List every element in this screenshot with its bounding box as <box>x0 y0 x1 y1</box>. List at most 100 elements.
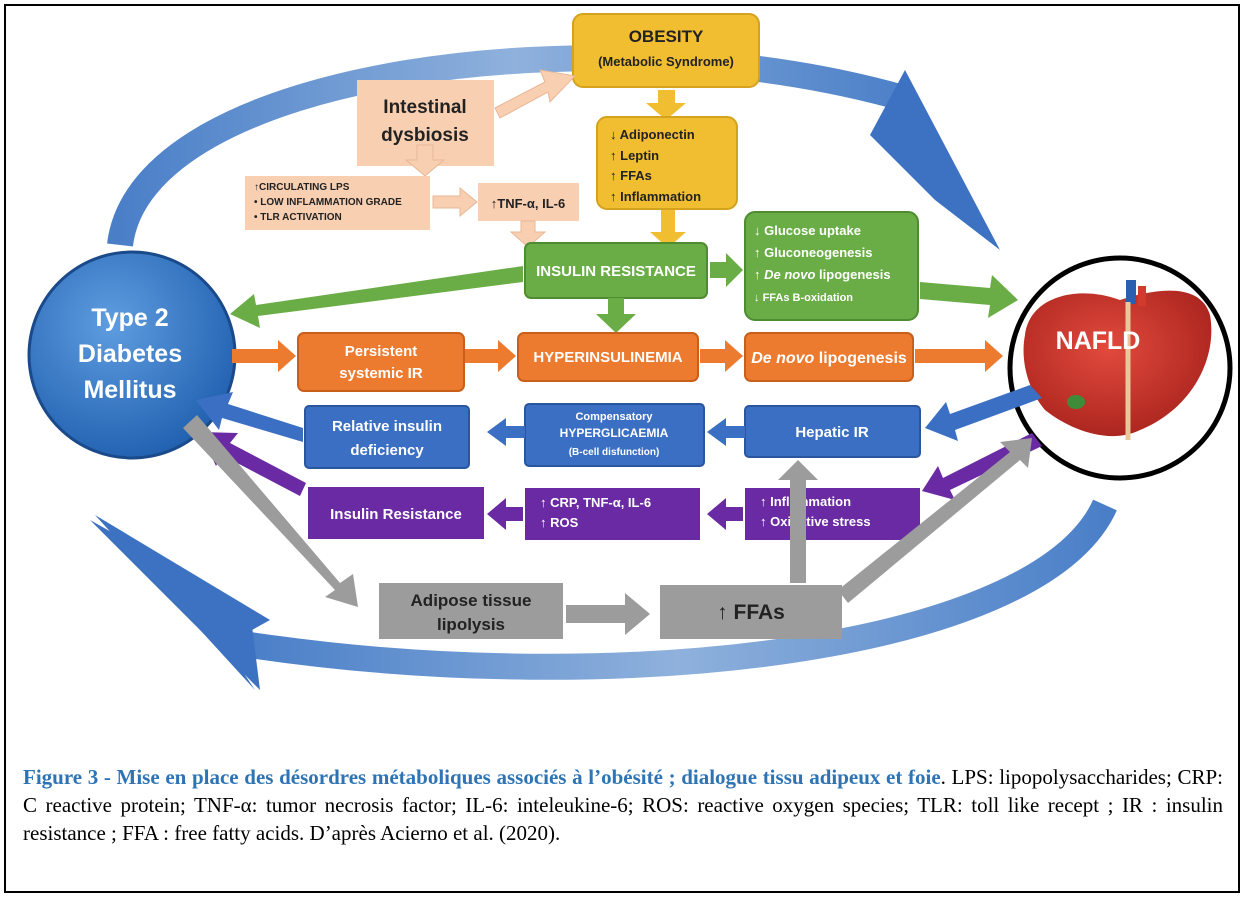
persistent-line-1: Persistent <box>345 343 418 360</box>
caption-text: . LPS: lipopolysaccharides; CRP: C react… <box>23 765 1223 845</box>
outer-cycle-arrows <box>90 45 1117 690</box>
persistent-ir-box: Persistent systemic IR <box>297 332 465 392</box>
hyper-rect <box>517 332 699 382</box>
arrow-ir-effects <box>710 253 743 287</box>
obesity-title: OBESITY <box>629 27 704 46</box>
compensatory-line-3: (B-cell disfunction) <box>569 447 660 458</box>
arrow-insulin-t2dm <box>200 432 306 496</box>
gallbladder <box>1067 395 1085 409</box>
liver-vessel-blue <box>1126 280 1136 304</box>
arrow-dysbiosis-obesity <box>494 69 577 119</box>
adipokines-box: ↓ Adiponectin ↑ Leptin ↑ FFAs ↑ Inflamma… <box>596 116 738 210</box>
effect-1: ↓ Glucose uptake <box>754 223 861 238</box>
arrow-nafld-hepatic <box>925 385 1042 441</box>
arrow-circulating-tnf <box>432 186 478 218</box>
bottom-arc <box>248 499 1117 680</box>
tnf-rect <box>478 183 579 221</box>
figure-caption: Figure 3 - Mise en place des désordres m… <box>23 763 1223 847</box>
arrow-compensatory-relative <box>487 418 525 446</box>
caption-figure-label: Figure 3 - Mise en place des désordres m… <box>23 765 941 789</box>
gray-row: Adipose tissue lipolysis ↑ FFAs <box>183 415 1032 639</box>
adipose-line-2: lipolysis <box>437 615 505 634</box>
nafld-label: NAFLD <box>1056 327 1141 355</box>
effect-2: ↑ Gluconeogenesis <box>754 245 873 260</box>
blue-row: Hepatic IR Compensatory HYPERGLICAEMIA (… <box>196 385 1042 469</box>
ffas-label: ↑ FFAs <box>717 601 785 624</box>
compensatory-line-1: Compensatory <box>575 411 653 423</box>
tnf-box: ↑TNF-α, IL-6 <box>478 183 579 221</box>
relative-line-2: deficiency <box>350 442 424 459</box>
top-arc-arrowhead <box>870 70 1000 250</box>
bottom-arc-arrowhead-fill <box>90 520 260 690</box>
circulating-box: ↑CIRCULATING LPS • LOW INFLAMMATION GRAD… <box>245 176 430 230</box>
obesity-box: OBESITY (Metabolic Syndrome) <box>572 13 760 88</box>
arrow-adipokines-ir <box>650 210 686 248</box>
denovo-label: De novo lipogenesis <box>751 350 907 367</box>
ffas-rect <box>660 585 842 639</box>
arrow-ir-t2dm <box>230 266 523 328</box>
effect-3: ↑ De novo lipogenesis <box>754 267 891 282</box>
dysbiosis-line-1: Intestinal <box>383 97 466 118</box>
inflam-rect <box>745 488 920 540</box>
adipose-rect <box>379 583 563 639</box>
circulating-line-2: • LOW INFLAMMATION GRADE <box>254 197 402 208</box>
green-effects-box: ↓ Glucose uptake ↑ Gluconeogenesis ↑ De … <box>744 211 919 321</box>
inflam-line-2: ↑ Oxidative stress <box>760 514 871 529</box>
obesity-subtitle: (Metabolic Syndrome) <box>598 54 734 69</box>
nafld-node: NAFLD <box>1007 255 1233 481</box>
effect-4: ↓ FFAs B-oxidation <box>754 292 853 304</box>
denovo-rect <box>744 332 914 382</box>
hyperinsulinemia-box: HYPERINSULINEMIA <box>517 332 699 382</box>
t2dm-line-1: Type 2 <box>91 304 168 332</box>
arrow-tnf-ir <box>509 220 547 248</box>
arrow-denovo-nafld <box>915 340 1003 372</box>
adipose-line-1: Adipose tissue <box>411 591 532 610</box>
insulin-purple-rect <box>308 487 484 539</box>
arrow-persistent-hyper <box>465 340 516 372</box>
arrow-ir-hyperinsulinemia <box>596 298 636 333</box>
arrow-ffas-nafld <box>838 438 1032 603</box>
crp-line-1: ↑ CRP, TNF-α, IL-6 <box>540 495 651 510</box>
relative-line-1: Relative insulin <box>332 418 442 435</box>
adipokine-3: ↑ FFAs <box>610 168 652 183</box>
adipokine-4: ↑ Inflammation <box>610 189 701 204</box>
arrow-obesity-adipokines <box>646 90 686 120</box>
t2dm-line-2: Diabetes <box>78 340 182 368</box>
adipokine-2: ↑ Leptin <box>610 148 659 163</box>
arrow-dysbiosis-circulating <box>404 144 446 177</box>
tnf-label: ↑TNF-α, IL-6 <box>491 196 565 211</box>
t2dm-line-3: Mellitus <box>83 376 176 404</box>
hepatic-label: Hepatic IR <box>795 424 869 441</box>
obesity-rect <box>572 13 760 88</box>
circulating-line-3: • TLR ACTIVATION <box>254 212 342 223</box>
arrow-adipose-ffas <box>566 593 650 635</box>
arrow-effects-nafld <box>920 275 1018 318</box>
adipokine-1: ↓ Adiponectin <box>610 127 695 142</box>
denovo-orange-box: De novo lipogenesis <box>744 332 914 382</box>
insulin-purple-label: Insulin Resistance <box>330 506 462 523</box>
arrow-inflam-crp <box>707 498 743 530</box>
relative-rect <box>304 405 470 469</box>
arrow-hyper-denovo <box>700 340 743 372</box>
persistent-rect <box>297 332 465 392</box>
circulating-rect <box>245 176 430 230</box>
top-arc <box>107 45 914 248</box>
dysbiosis-line-2: dysbiosis <box>381 125 469 146</box>
insulin-resistance-box: INSULIN RESISTANCE <box>524 242 708 299</box>
circulating-line-1: ↑CIRCULATING LPS <box>254 182 350 193</box>
adipokines-rect <box>596 116 738 210</box>
arrow-ffas-hepatic <box>778 460 818 583</box>
persistent-line-2: systemic IR <box>339 365 423 382</box>
arrow-t2dm-persistent <box>232 340 296 372</box>
arrow-t2dm-adipose <box>183 415 358 607</box>
liver-vessel-red <box>1138 286 1146 306</box>
hyper-label: HYPERINSULINEMIA <box>533 349 682 366</box>
orange-arrows <box>232 340 1003 372</box>
ir-label: INSULIN RESISTANCE <box>536 263 696 280</box>
compensatory-line-2: HYPERGLICAEMIA <box>560 426 669 440</box>
arrow-relative-t2dm <box>196 392 303 442</box>
arrow-crp-insulin <box>487 498 523 530</box>
arrow-hepatic-compensatory <box>707 418 745 446</box>
